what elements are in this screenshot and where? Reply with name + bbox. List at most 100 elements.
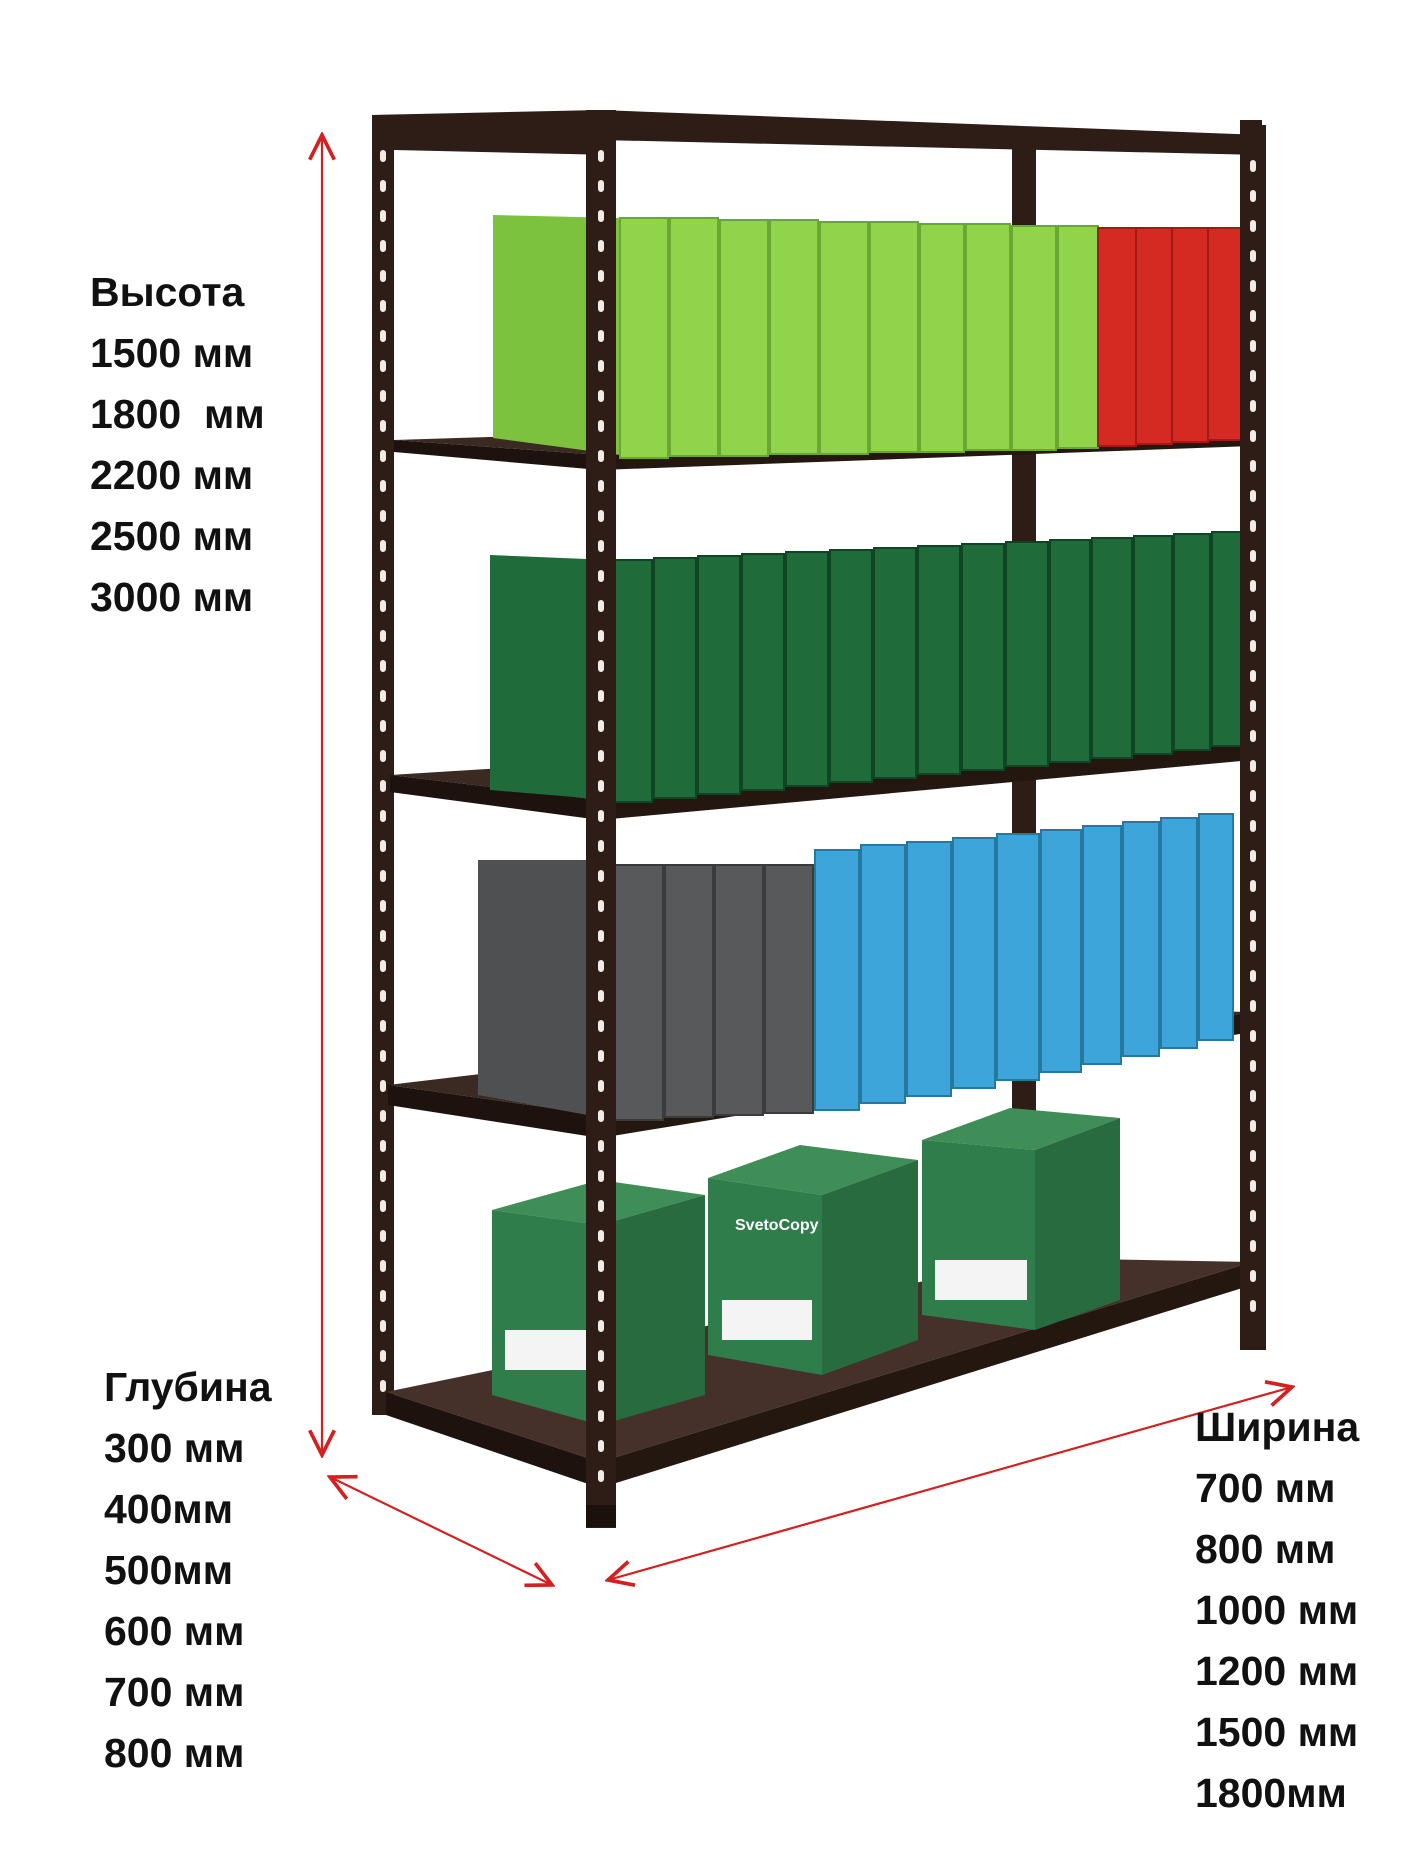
width-title: Ширина [1195, 1404, 1360, 1450]
post-hole [598, 600, 604, 612]
post-hole [380, 1170, 386, 1182]
width-option: 1000 мм [1195, 1587, 1359, 1633]
post-hole [598, 480, 604, 492]
box-brand-label: SvetoCopy [735, 1217, 819, 1234]
width-option: 1800мм [1195, 1770, 1347, 1816]
post-hole [1250, 1150, 1256, 1162]
post-hole [598, 180, 604, 192]
post-hole [380, 840, 386, 852]
height-option: 2200 мм [90, 452, 254, 498]
post-hole [1250, 640, 1256, 652]
post-hole [380, 870, 386, 882]
post-hole [380, 750, 386, 762]
post-hole [598, 270, 604, 282]
post-hole [598, 150, 604, 162]
post-hole [598, 1200, 604, 1212]
post-hole [380, 480, 386, 492]
paper-box-3 [922, 1108, 1120, 1330]
height-title: Высота [90, 269, 245, 315]
post-hole [380, 1080, 386, 1092]
post-hole [380, 540, 386, 552]
binders-grey [478, 860, 814, 1121]
post-hole [380, 1380, 386, 1392]
paper-box-1 [492, 1180, 705, 1425]
post-hole [380, 1260, 386, 1272]
depth-option: 400мм [104, 1486, 234, 1532]
post-hole [598, 1260, 604, 1272]
post-hole [380, 390, 386, 402]
post-hole [598, 720, 604, 732]
post-hole [1250, 1270, 1256, 1282]
post-hole [380, 300, 386, 312]
post-hole [1250, 940, 1256, 952]
height-option: 1800 мм [90, 391, 265, 437]
post-hole [1250, 670, 1256, 682]
binders-lime [493, 215, 1099, 459]
post-hole [1250, 520, 1256, 532]
post-hole [380, 1200, 386, 1212]
post-hole [598, 1320, 604, 1332]
height-option: 2500 мм [90, 513, 254, 559]
post-hole [1250, 190, 1256, 202]
post-hole [598, 870, 604, 882]
post-hole [1250, 310, 1256, 322]
post-hole [380, 1050, 386, 1062]
post-hole [598, 1380, 604, 1392]
post-hole [598, 960, 604, 972]
post-hole [598, 660, 604, 672]
post-hole [1250, 1060, 1256, 1072]
post-hole [598, 330, 604, 342]
width-option: 700 мм [1195, 1465, 1336, 1511]
post-hole [598, 1440, 604, 1452]
depth-options: Глубина 300 мм 400мм 500мм 600 мм 700 мм… [104, 1357, 272, 1784]
post-hole [1250, 1300, 1256, 1312]
post-hole [380, 360, 386, 372]
post-hole [380, 1290, 386, 1302]
post-hole [380, 810, 386, 822]
post-hole [1250, 700, 1256, 712]
depth-option: 300 мм [104, 1425, 245, 1471]
height-options: Высота 1500 мм 1800 мм 2200 мм 2500 мм 3… [90, 262, 265, 628]
post-hole [598, 900, 604, 912]
post-hole [598, 1140, 604, 1152]
post-hole [380, 1350, 386, 1362]
post-hole [598, 450, 604, 462]
post-hole [598, 840, 604, 852]
post-hole [598, 1230, 604, 1242]
height-option: 1500 мм [90, 330, 254, 376]
post-hole [1250, 1180, 1256, 1192]
post-hole [598, 750, 604, 762]
post-hole [1250, 820, 1256, 832]
post-hole [1250, 1210, 1256, 1222]
binders-blue [814, 813, 1234, 1111]
post-hole [1250, 580, 1256, 592]
post-hole [598, 1020, 604, 1032]
post-hole [598, 810, 604, 822]
width-options: Ширина 700 мм 800 мм 1000 мм 1200 мм 150… [1195, 1397, 1359, 1824]
width-arrow [608, 1387, 1292, 1580]
post-hole [598, 360, 604, 372]
post-hole [1250, 610, 1256, 622]
post-hole [598, 930, 604, 942]
post-hole [1250, 250, 1256, 262]
post-hole [380, 270, 386, 282]
post-hole [380, 570, 386, 582]
post-hole [1250, 550, 1256, 562]
post-hole [598, 210, 604, 222]
post-hole [380, 1110, 386, 1122]
post-hole [598, 1410, 604, 1422]
post-hole [1250, 490, 1256, 502]
post-hole [380, 630, 386, 642]
post-hole [380, 660, 386, 672]
depth-arrow [330, 1477, 552, 1585]
post-hole [1250, 730, 1256, 742]
post-hole [1250, 850, 1256, 862]
post-hole [1250, 760, 1256, 772]
post-hole [380, 1020, 386, 1032]
post-hole [380, 1230, 386, 1242]
post-hole [1250, 220, 1256, 232]
post-hole [1250, 280, 1256, 292]
height-option: 3000 мм [90, 574, 254, 620]
post-hole [1250, 1120, 1256, 1132]
